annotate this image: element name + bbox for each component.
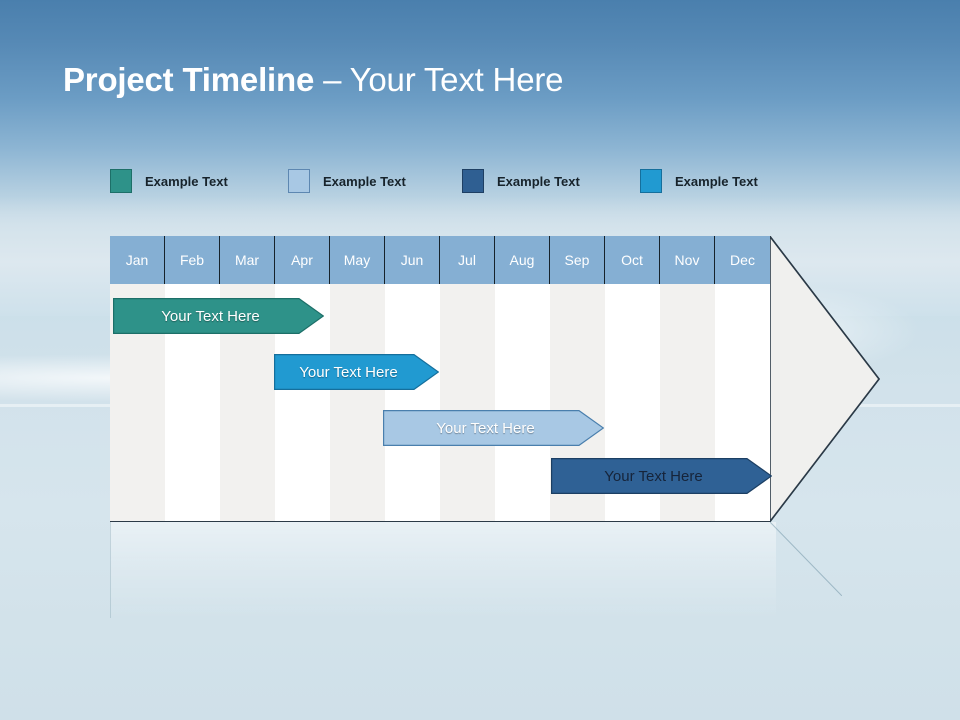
month-header-jan[interactable]: Jan: [110, 236, 165, 284]
month-header-jun[interactable]: Jun: [385, 236, 440, 284]
month-header-sep[interactable]: Sep: [550, 236, 605, 284]
task-bar-3[interactable]: Your Text Here: [383, 410, 604, 446]
month-header-nov[interactable]: Nov: [660, 236, 715, 284]
task-bar-1[interactable]: Your Text Here: [113, 298, 324, 334]
legend-swatch-icon-1: [110, 169, 132, 193]
month-header-feb[interactable]: Feb: [165, 236, 220, 284]
task-bar-3-label: Your Text Here: [436, 419, 535, 437]
legend-label-2: Example Text: [323, 173, 406, 189]
task-bar-1-label: Your Text Here: [161, 307, 260, 325]
page-title-light: – Your Text Here: [314, 61, 564, 98]
page-title-strong: Project Timeline: [63, 61, 315, 98]
task-bar-3-shape: [383, 410, 604, 446]
legend-item-1[interactable]: Example Text: [110, 166, 228, 196]
month-column-aug: [495, 284, 550, 521]
task-bar-4[interactable]: Your Text Here: [551, 458, 772, 494]
legend: Example Text Example Text Example Text E…: [110, 166, 810, 196]
page-title: Project Timeline – Your Text Here: [63, 58, 563, 102]
month-column-jul: [440, 284, 495, 521]
month-header-row: Jan Feb Mar Apr May Jun Jul Aug Sep Oct …: [110, 236, 770, 284]
legend-label-4: Example Text: [675, 173, 758, 189]
month-header-jul[interactable]: Jul: [440, 236, 495, 284]
background-sky: [0, 0, 960, 232]
chart-reflection: [110, 522, 776, 618]
legend-label-3: Example Text: [497, 173, 580, 189]
timeline-chart: Jan Feb Mar Apr May Jun Jul Aug Sep Oct …: [110, 236, 880, 522]
month-header-aug[interactable]: Aug: [495, 236, 550, 284]
month-header-mar[interactable]: Mar: [220, 236, 275, 284]
legend-item-4[interactable]: Example Text: [640, 166, 758, 196]
task-bar-4-shape: [551, 458, 772, 494]
month-column-jun: [385, 284, 440, 521]
legend-item-2[interactable]: Example Text: [288, 166, 406, 196]
month-header-apr[interactable]: Apr: [275, 236, 330, 284]
legend-item-3[interactable]: Example Text: [462, 166, 580, 196]
month-header-oct[interactable]: Oct: [605, 236, 660, 284]
legend-label-1: Example Text: [145, 173, 228, 189]
task-bar-2-label: Your Text Here: [299, 363, 398, 381]
month-header-dec[interactable]: Dec: [715, 236, 770, 284]
month-header-may[interactable]: May: [330, 236, 385, 284]
legend-swatch-icon-4: [640, 169, 662, 193]
legend-swatch-icon-2: [288, 169, 310, 193]
month-column-may: [330, 284, 385, 521]
task-bar-1-shape: [113, 298, 324, 334]
chart-reflection-tip: [770, 522, 842, 596]
task-bar-2-shape: [274, 354, 439, 390]
task-bar-4-label: Your Text Here: [604, 467, 703, 485]
task-bar-2[interactable]: Your Text Here: [274, 354, 439, 390]
legend-swatch-icon-3: [462, 169, 484, 193]
